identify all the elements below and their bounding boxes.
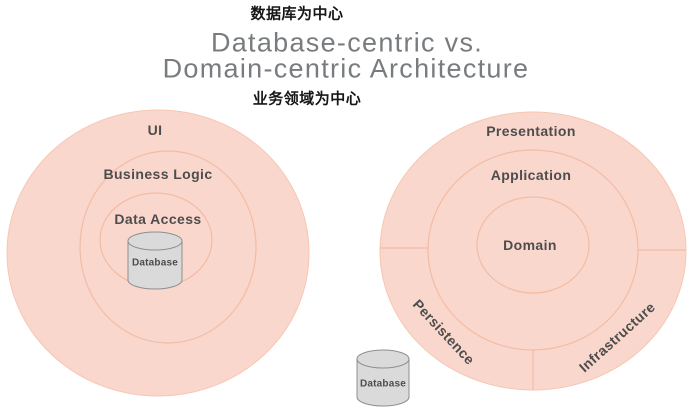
left-middle-circle xyxy=(79,150,257,344)
layer-label-data-access: Data Access xyxy=(114,211,202,227)
layer-label-ui: UI xyxy=(147,122,163,138)
database-centric-circles xyxy=(6,109,310,397)
caption-database-centric-cn: 数据库为中心 xyxy=(250,5,344,23)
cylinder-lid xyxy=(356,349,410,369)
layer-label-presentation: Presentation xyxy=(486,123,576,139)
page-title-line2: Domain-centric Architecture xyxy=(162,53,530,84)
layer-label-application: Application xyxy=(490,167,572,183)
layer-label-business-logic: Business Logic xyxy=(103,166,213,182)
layer-label-domain: Domain xyxy=(503,237,557,253)
database-label-left: Database xyxy=(131,257,179,269)
database-label-right: Database xyxy=(359,378,407,390)
cylinder-lid xyxy=(127,231,183,251)
database-cylinder-right xyxy=(356,349,410,407)
database-cylinder-left xyxy=(127,231,183,290)
right-inner-circle xyxy=(476,196,590,294)
cylinder-body xyxy=(127,240,183,290)
caption-domain-centric-cn: 业务领域为中心 xyxy=(252,90,362,108)
domain-centric-circles xyxy=(356,111,687,407)
page-title-line1: Database-centric vs. xyxy=(210,27,484,58)
cylinder-body xyxy=(356,358,410,407)
